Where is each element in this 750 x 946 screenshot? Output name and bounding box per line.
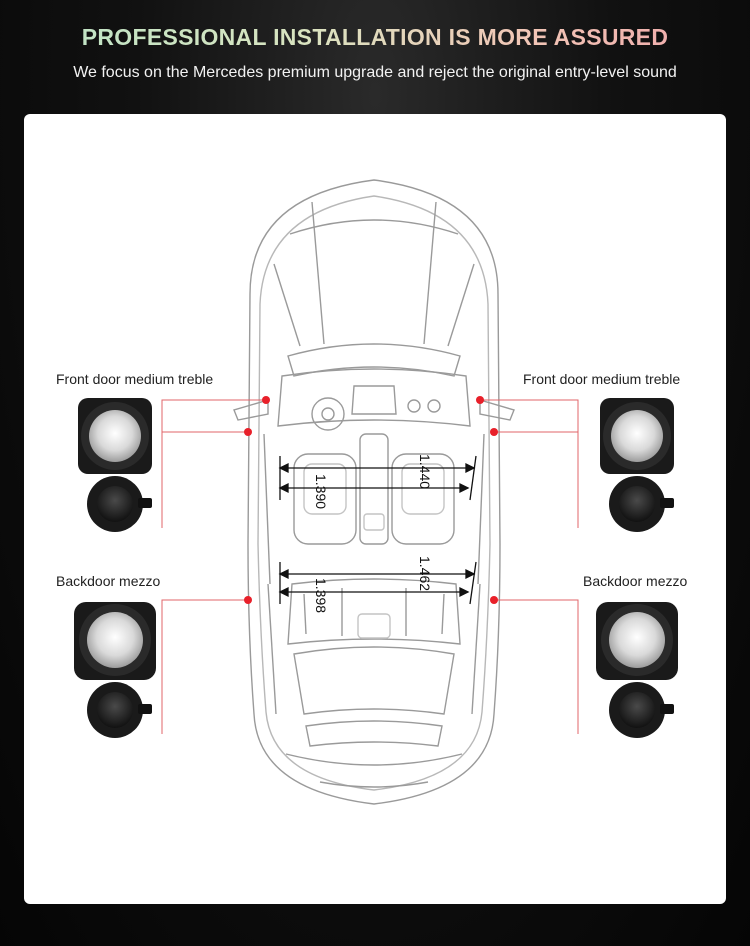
front-right-speaker-label: Front door medium treble bbox=[523, 371, 681, 387]
rear-width-inner-label: 1.398 bbox=[313, 578, 329, 613]
page-subtitle: We focus on the Mercedes premium upgrade… bbox=[73, 64, 677, 81]
rear-left-speaker-label: Backdoor mezzo bbox=[56, 573, 161, 589]
rear-width-outer-label: 1.462 bbox=[417, 556, 433, 591]
rear-right-woofer bbox=[596, 602, 678, 680]
rear-right-speaker-label: Backdoor mezzo bbox=[583, 573, 688, 589]
installation-diagram-card: 1.440 1.390 1.462 1.398 bbox=[24, 114, 726, 904]
callout-dot bbox=[476, 396, 484, 404]
callout-dot bbox=[490, 428, 498, 436]
measurement-arrows bbox=[278, 455, 477, 605]
page-title: PROFESSIONAL INSTALLATION IS MORE ASSURE… bbox=[0, 24, 750, 51]
front-left-tweeter bbox=[87, 476, 152, 532]
callout-dots bbox=[244, 396, 498, 604]
front-width-outer-label: 1.440 bbox=[417, 454, 433, 489]
callout-dot bbox=[244, 596, 252, 604]
front-left-speaker-label: Front door medium treble bbox=[56, 371, 214, 387]
callout-dot bbox=[262, 396, 270, 404]
car-top-view bbox=[233, 179, 515, 805]
callout-lines bbox=[161, 399, 579, 734]
front-right-woofer bbox=[600, 398, 674, 474]
callout-dot bbox=[490, 596, 498, 604]
installation-diagram: 1.440 1.390 1.462 1.398 bbox=[74, 179, 678, 805]
rear-left-woofer bbox=[74, 602, 156, 680]
front-width-inner-label: 1.390 bbox=[313, 474, 329, 509]
front-right-tweeter bbox=[609, 476, 674, 532]
rear-right-tweeter bbox=[609, 682, 674, 738]
rear-left-tweeter bbox=[87, 682, 152, 738]
front-left-woofer bbox=[78, 398, 152, 474]
callout-dot bbox=[244, 428, 252, 436]
